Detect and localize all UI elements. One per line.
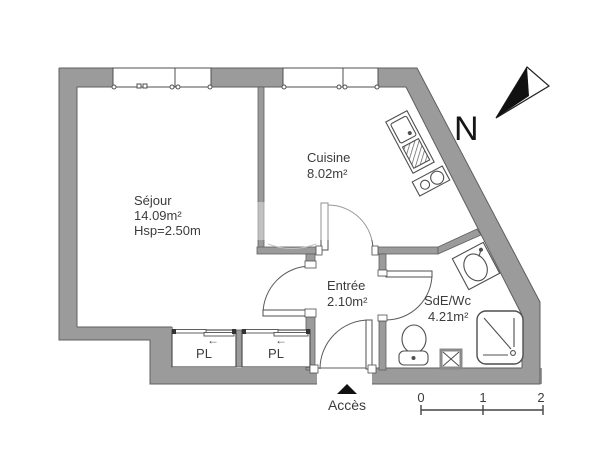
scale-tick-0: 0 <box>417 390 424 405</box>
sde-door-panel <box>385 270 433 278</box>
toilet-icon <box>398 324 429 366</box>
front-door-panel <box>365 319 373 370</box>
north-label: N <box>454 110 479 148</box>
hob-icon <box>411 165 451 197</box>
kitchen-sink-icon <box>385 110 435 174</box>
window-sejour <box>112 67 212 88</box>
scale-tick-2: 2 <box>537 390 544 405</box>
wall-sejour-south <box>59 327 173 340</box>
front-door-arc <box>319 319 370 370</box>
closet-arrow-icon: ← <box>275 333 287 347</box>
wall-left <box>59 68 77 340</box>
shower-icon <box>476 310 524 365</box>
doors <box>262 202 433 374</box>
compass: N <box>454 66 551 148</box>
fixtures <box>385 110 524 370</box>
exterior-walls <box>59 68 542 384</box>
sejour-door-arc <box>262 265 312 315</box>
room-label-entree: Entrée <box>327 278 365 293</box>
wall-bottom-right <box>372 368 542 384</box>
room-area-cuisine: 8.02m² <box>307 166 348 181</box>
access-label: Accès <box>328 397 366 413</box>
access-marker: Accès <box>328 384 366 413</box>
wall-entree-sde-lower <box>378 320 387 371</box>
room-labels: Séjour 14.09m² Hsp=2.50m Cuisine 8.02m² … <box>134 150 471 324</box>
closet-arrow-icon: ← <box>207 333 219 347</box>
utility-box-icon <box>439 348 463 370</box>
wall-top-3 <box>378 68 417 87</box>
room-area-sejour: 14.09m² <box>134 208 182 223</box>
wall-pl-separator <box>235 329 243 368</box>
closet-label: PL <box>268 346 284 361</box>
wall-top-2 <box>211 68 283 87</box>
closet-door-caps <box>172 329 310 334</box>
room-label-sde: SdE/Wc <box>424 293 471 308</box>
niche-arc <box>267 243 317 249</box>
room-area-sde: 4.21m² <box>428 309 469 324</box>
window-pivot-marks <box>111 83 380 90</box>
window-cuisine <box>282 67 379 88</box>
windows <box>111 67 380 90</box>
watermark <box>168 202 416 240</box>
north-arrow-icon-fill <box>496 67 529 118</box>
room-label-cuisine: Cuisine <box>307 150 350 165</box>
room-note-sejour: Hsp=2.50m <box>134 223 201 238</box>
cuisine-door-panel <box>320 202 329 251</box>
access-triangle-icon <box>337 384 357 394</box>
scale-bar: 0 1 2 <box>417 390 545 415</box>
sejour-door-panel <box>262 309 312 317</box>
cuisine-door-arc <box>327 204 374 251</box>
sde-door-arc <box>385 273 433 321</box>
wall-cuisine-sde-diagonal <box>437 228 482 255</box>
wall-cuisine-south-right <box>371 246 439 255</box>
wall-bottom-left <box>150 368 317 384</box>
closets: ← ← PL PL <box>171 329 311 368</box>
scale-tick-1: 1 <box>479 390 486 405</box>
wall-right <box>522 302 540 384</box>
wall-diagonal <box>406 68 540 316</box>
room-area-entree: 2.10m² <box>327 294 368 309</box>
washbasin-icon <box>451 241 501 291</box>
door-jambs <box>304 245 388 374</box>
room-label-sejour: Séjour <box>134 193 172 208</box>
closet-label: PL <box>196 346 212 361</box>
